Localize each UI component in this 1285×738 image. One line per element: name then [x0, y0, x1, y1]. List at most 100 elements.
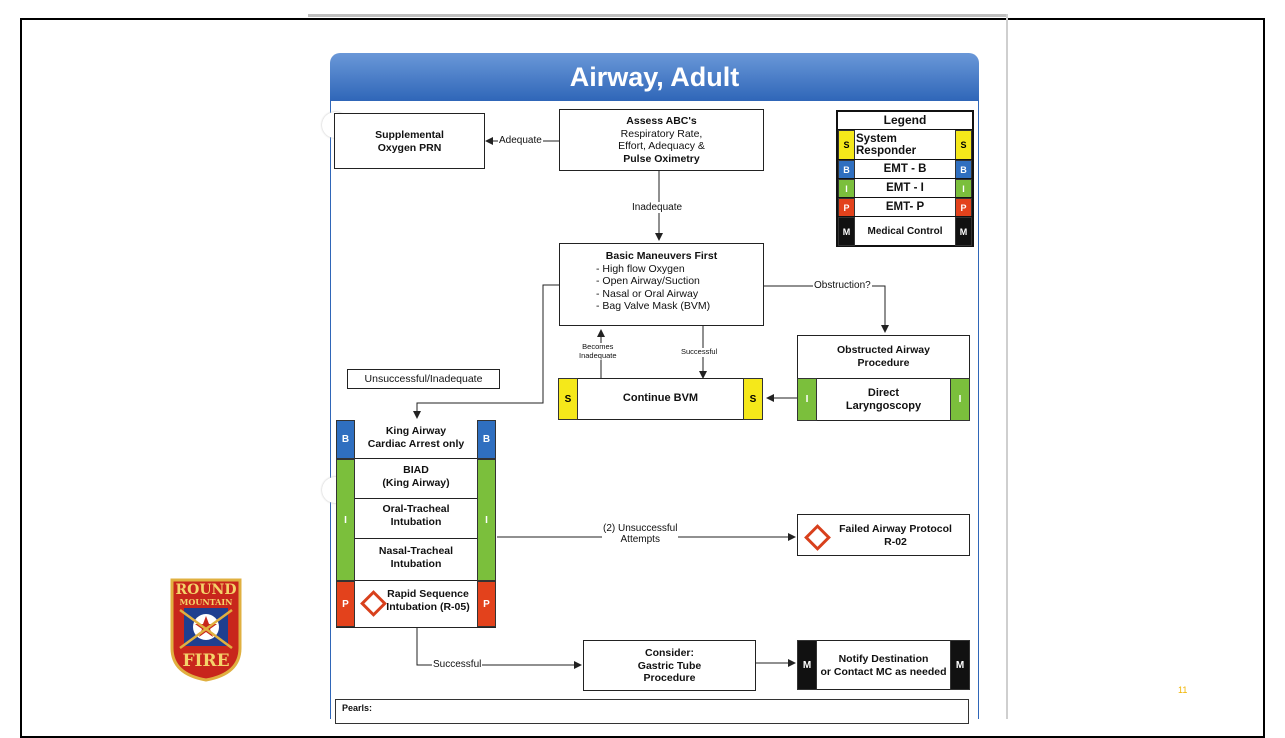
notify-destination-box: Notify Destination or Contact MC as need…: [797, 640, 970, 690]
continue-bvm-box: Continue BVM: [558, 378, 763, 420]
basic-item: - Bag Valve Mask (BVM): [596, 300, 711, 313]
page-title: Airway, Adult: [330, 53, 979, 101]
supplemental-line-2: Oxygen PRN: [377, 141, 442, 154]
biad-line-2: (King Airway): [382, 476, 450, 489]
supplemental-oxygen-box: Supplemental Oxygen PRN: [334, 113, 485, 169]
two-unsuccessful-line-1: (2) Unsuccessful: [603, 523, 678, 534]
edge-label-successful: Successful: [432, 659, 483, 670]
rsi-line-2: Intubation (R-05): [386, 600, 470, 613]
intubation-level-left: I: [336, 459, 355, 581]
rsi-level-left: P: [336, 581, 355, 627]
scan-top-edge: [308, 14, 1008, 17]
legend-code: M: [955, 217, 972, 246]
edge-label-obstruction: Obstruction?: [813, 280, 872, 291]
continue-bvm-level-right: S: [743, 378, 763, 420]
legend-code: S: [955, 130, 972, 160]
legend-code: B: [955, 160, 972, 179]
logo-text-mountain: MOUNTAIN: [179, 597, 233, 607]
assess-abcs-box: Assess ABC's Respiratory Rate, Effort, A…: [559, 109, 764, 171]
supplemental-line-1: Supplemental: [375, 129, 444, 141]
edge-label-becomes-inadequate: Becomes Inadequate: [578, 342, 618, 361]
logo-text-fire: FIRE: [182, 651, 230, 671]
gastric-line-2: Gastric Tube: [637, 659, 702, 672]
pearls-section: Pearls:: [335, 699, 969, 724]
rsi-line-1: Rapid Sequence: [387, 588, 469, 600]
oral-tracheal-cell: Oral-Tracheal Intubation: [355, 499, 477, 539]
oral-line-1: Oral-Tracheal: [382, 503, 450, 515]
rsi-level-right: P: [477, 581, 496, 627]
direct-line-2: Laryngoscopy: [845, 400, 922, 413]
basic-item: - High flow Oxygen: [596, 262, 685, 275]
legend-code: B: [838, 160, 855, 179]
document-border: [330, 100, 979, 719]
page-number: 11: [1178, 685, 1188, 695]
notify-line-2: or Contact MC as needed: [820, 665, 947, 678]
legend-code: M: [838, 217, 855, 246]
legend-code: P: [955, 198, 972, 217]
becomes-line-2: Inadequate: [579, 350, 617, 360]
basic-maneuvers-box: Basic Maneuvers First - High flow Oxygen…: [559, 243, 764, 326]
direct-laryngoscopy-box: Direct Laryngoscopy: [797, 378, 970, 421]
direct-level-right: I: [950, 378, 970, 421]
legend-row-medical-control: M Medical Control M: [838, 216, 972, 246]
assess-line-3: Pulse Oximetry: [623, 152, 700, 165]
obstructed-airway-box: Obstructed Airway Procedure: [797, 335, 970, 379]
scan-right-edge: [1006, 14, 1008, 719]
direct-line-1: Direct: [867, 387, 900, 399]
edge-label-inadequate: Inadequate: [631, 202, 684, 213]
king-line-2: Cardiac Arrest only: [367, 437, 465, 450]
becomes-line-1: Becomes: [582, 342, 614, 351]
nasal-tracheal-cell: Nasal-Tracheal Intubation: [355, 539, 477, 581]
legend-row-system-responder: S System Responder S: [838, 129, 972, 160]
assess-line-2: Effort, Adequacy &: [618, 140, 705, 153]
basic-item: - Open Airway/Suction: [596, 275, 700, 288]
legend-label: EMT - B: [883, 162, 927, 175]
legend-row-emt-i: I EMT - I I: [838, 178, 972, 198]
edge-label-successful-small: Successful: [680, 347, 719, 357]
edge-label-adequate: Adequate: [498, 135, 543, 146]
legend: Legend S System Responder S B EMT - B B …: [836, 110, 974, 247]
obstructed-line-2: Procedure: [857, 356, 910, 369]
biad-line-1: BIAD: [403, 464, 429, 476]
legend-label: EMT - I: [886, 181, 924, 194]
continue-bvm-level-left: S: [558, 378, 578, 420]
two-unsuccessful-line-2: Attempts: [620, 534, 660, 545]
edge-label-two-unsuccessful: (2) Unsuccessful Attempts: [602, 523, 679, 545]
gastric-line-1: Consider:: [644, 647, 694, 659]
king-airway-cell: King Airway Cardiac Arrest only: [355, 420, 477, 459]
legend-label: EMT- P: [885, 200, 925, 213]
biad-cell: BIAD (King Airway): [355, 459, 477, 499]
failed-line-1: Failed Airway Protocol: [839, 523, 952, 535]
basic-item: - Nasal or Oral Airway: [596, 287, 699, 300]
round-mountain-fire-logo: [170, 578, 242, 682]
notify-level-right: M: [950, 640, 970, 690]
legend-code: I: [955, 179, 972, 198]
unsuccessful-inadequate-label: Unsuccessful/Inadequate: [347, 369, 500, 389]
logo-text-round: ROUND: [175, 582, 237, 598]
gastric-line-3: Procedure: [643, 672, 696, 685]
king-level-right: B: [477, 420, 496, 459]
notify-level-left: M: [797, 640, 817, 690]
continue-bvm-label: Continue BVM: [622, 392, 699, 404]
obstructed-line-1: Obstructed Airway: [837, 344, 930, 356]
intubation-level-right: I: [477, 459, 496, 581]
assess-title: Assess ABC's: [626, 115, 697, 127]
direct-level-left: I: [797, 378, 817, 421]
edge-obstruction: [764, 285, 889, 333]
legend-row-emt-p: P EMT- P P: [838, 197, 972, 217]
nasal-line-1: Nasal-Tracheal: [378, 545, 454, 557]
legend-code: P: [838, 198, 855, 217]
legend-label: Medical Control: [867, 225, 943, 237]
legend-label: System Responder: [856, 132, 917, 157]
notify-line-1: Notify Destination: [838, 653, 929, 665]
assess-line-1: Respiratory Rate,: [620, 127, 703, 140]
legend-title: Legend: [883, 113, 927, 127]
legend-code: S: [838, 130, 855, 160]
failed-line-2: R-02: [884, 535, 907, 548]
king-line-1: King Airway: [385, 425, 447, 437]
oral-line-2: Intubation: [390, 515, 442, 528]
king-level-left: B: [336, 420, 355, 459]
legend-code: I: [838, 179, 855, 198]
gastric-tube-box: Consider: Gastric Tube Procedure: [583, 640, 756, 691]
edge-successful-gastric: [416, 627, 582, 669]
